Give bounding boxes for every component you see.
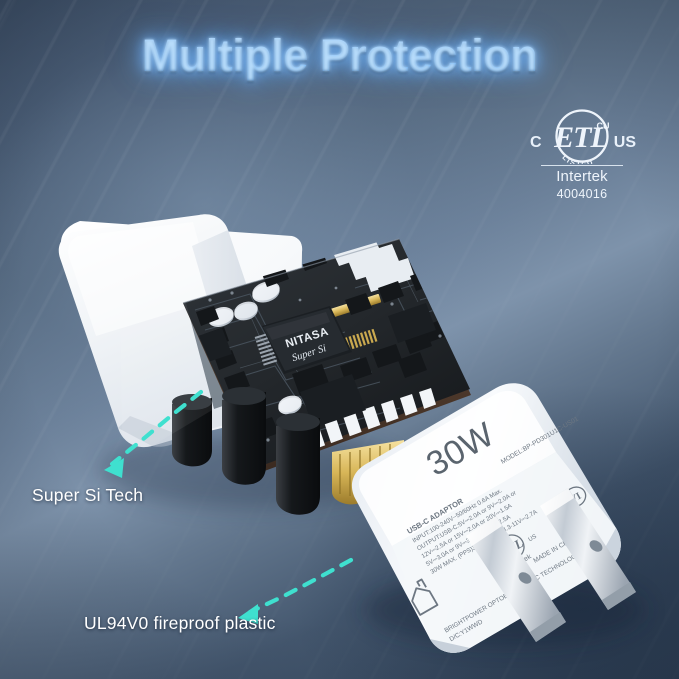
etl-file-number: 4004016 [556,186,608,201]
svg-text:US: US [528,534,538,543]
svg-text:ETL: ETL [553,121,608,154]
callout-arrows [109,389,354,615]
svg-text:CU: CU [597,121,610,131]
bulk-capacitors [172,387,320,515]
callout-label-fireproof: UL94V0 fireproof plastic [84,613,276,633]
callout-line-2 [247,557,354,615]
etl-flank-left: C [530,134,542,151]
callout-arrowhead-2 [238,604,258,624]
black-modules [192,303,436,428]
callout-arrowhead-1 [104,458,124,478]
etl-brand: Intertek [556,168,608,185]
callout-label-super-si: Super Si Tech [32,485,144,505]
house-indoor-use-icon [411,578,439,616]
charger-labeled: 30W USB-C ADAPTOR INPUT:100-240V~50/60Hz… [351,383,636,653]
charger-cutaway: NITASA Super Si [58,214,471,515]
etl-certification-badge: C US ETL CU LISTED Intertek 4004016 [527,108,637,201]
etl-divider [541,165,623,166]
etl-flank-right: US [613,134,636,151]
page-title: Multiple Protection [0,30,679,82]
capacitors-top [208,281,326,415]
ac-prongs [466,488,636,642]
callout-line-1 [109,389,204,467]
